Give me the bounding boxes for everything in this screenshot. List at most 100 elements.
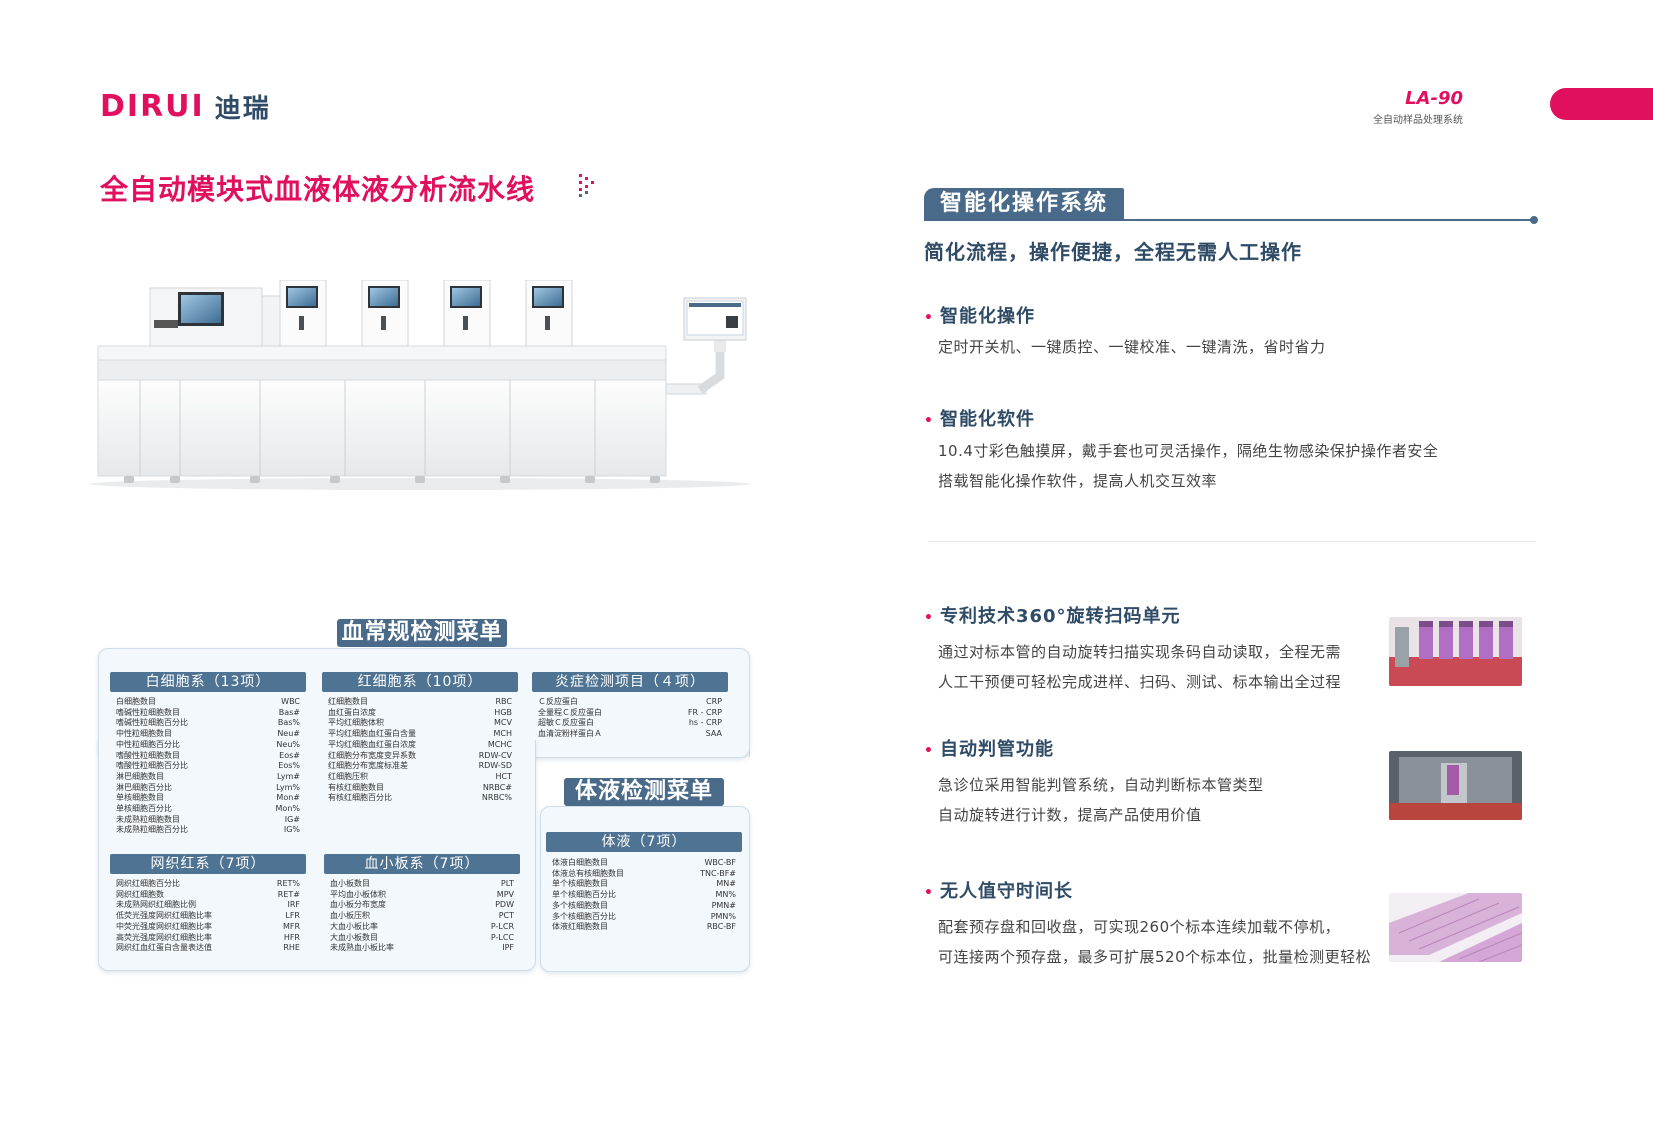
menu-item-name: 多个核细胞数目 bbox=[552, 900, 608, 910]
section-line-dot bbox=[1530, 216, 1538, 224]
group-title: 网织红系（7项） bbox=[110, 854, 306, 874]
menu-item-name: 嗜酸性粒细胞数目 bbox=[116, 750, 180, 760]
bullet-icon: • bbox=[924, 885, 934, 901]
menu-item-name: 中性粒细胞百分比 bbox=[116, 739, 180, 749]
feature-text: 定时开关机、一键质控、一键校准、一键清洗，省时省力 bbox=[938, 338, 1326, 356]
menu-item-code: SAA bbox=[705, 729, 722, 739]
menu-item-name: 单核细胞数目 bbox=[116, 793, 164, 803]
bullet-icon: • bbox=[924, 310, 934, 326]
menu-item-name: 未成熟血小板比率 bbox=[330, 943, 394, 953]
menu-item-name: 红细胞数目 bbox=[328, 697, 368, 706]
menu-item-code: HGB bbox=[494, 707, 512, 717]
menu-item-name: 单个核细胞百分比 bbox=[552, 890, 616, 900]
dots-arrow-icon bbox=[579, 174, 594, 197]
group-title: 白细胞系（13项） bbox=[110, 672, 306, 692]
menu-item-name: 低荧光强度网织红细胞比率 bbox=[116, 911, 212, 921]
menu-item-name: 多个核细胞百分比 bbox=[552, 911, 616, 921]
menu-item: 血红蛋白浓度 HGB bbox=[328, 708, 512, 719]
menu-item-code: Neu# bbox=[277, 729, 300, 739]
feature-title-text: 专利技术360°旋转扫码单元 bbox=[939, 606, 1181, 627]
menu-item-name: 血小板压积 bbox=[330, 911, 370, 921]
menu-item-code: WBC bbox=[281, 697, 300, 706]
feature-title: •智能化操作 bbox=[924, 302, 1035, 328]
menu-item-name: 网织红血红蛋白含量表达值 bbox=[116, 943, 212, 953]
menu-item-name: 血小板分布宽度 bbox=[330, 900, 386, 910]
menu-item-code: P-LCR bbox=[490, 921, 514, 931]
feature-text: 10.4寸彩色触摸屏，戴手套也可灵活操作，隔绝生物感染保护操作者安全 bbox=[938, 442, 1439, 460]
menu-item-code: Mon# bbox=[276, 793, 300, 803]
menu-item-name: 平均红细胞血红蛋白浓度 bbox=[328, 739, 416, 749]
menu-item-code: PLT bbox=[500, 879, 514, 888]
feature-title: •智能化软件 bbox=[924, 405, 1035, 431]
menu-item-name: 单个核细胞数目 bbox=[552, 879, 608, 889]
menu-item-code: NRBC# bbox=[482, 782, 512, 792]
menu-item-code: WBC-BF bbox=[704, 858, 736, 867]
menu-item-code: IG# bbox=[284, 814, 300, 824]
feature-text: 可连接两个预存盘，最多可扩展520个标本位，批量检测更轻松 bbox=[938, 948, 1372, 966]
model-label: LA-90 全自动样品处理系统 bbox=[1373, 88, 1463, 126]
menu-item-name: 网织红细胞数 bbox=[116, 889, 164, 899]
feature-text: 人工干预便可轻松完成进样、扫码、测试、标本输出全过程 bbox=[938, 673, 1342, 691]
menu-item-name: 嗜碱性粒细胞百分比 bbox=[116, 718, 188, 728]
menu-item-code: Lym% bbox=[276, 782, 300, 792]
feature-title-text: 自动判管功能 bbox=[939, 739, 1054, 760]
menu-item-name: 网织红细胞百分比 bbox=[116, 879, 180, 888]
menu-item-name: 未成熟粒细胞百分比 bbox=[116, 825, 188, 835]
menu-item-name: 血红蛋白浓度 bbox=[328, 707, 376, 717]
menu-item-code: Bas# bbox=[278, 707, 300, 717]
menu-item-code: Neu% bbox=[276, 739, 300, 749]
menu-item-name: 单核细胞百分比 bbox=[116, 804, 172, 814]
menu-item-code: P-LCC bbox=[490, 932, 514, 942]
menu-item-code: RHE bbox=[283, 943, 300, 953]
group-title: 血小板系（7项） bbox=[324, 854, 520, 874]
menu-item-name: 体液总有核细胞数目 bbox=[552, 868, 624, 878]
menu-item-code: HCT bbox=[495, 771, 513, 781]
menu-item-name: 红细胞分布宽度标准差 bbox=[328, 761, 408, 771]
page-title: 全自动模块式血液体液分析流水线 bbox=[100, 173, 536, 206]
menu-item-code: MN# bbox=[716, 879, 736, 889]
menu-item: 单核细胞数目 Mon# bbox=[116, 793, 300, 804]
model-code: LA-90 bbox=[1405, 88, 1463, 109]
feature-title: •无人值守时间长 bbox=[924, 877, 1073, 903]
menu-item: 中性粒细胞数目 Neu# bbox=[116, 729, 300, 740]
menu-item-name: 中性粒细胞数目 bbox=[116, 729, 172, 739]
menu-item-code: RBC bbox=[495, 697, 513, 706]
logo-cn: 迪瑞 bbox=[214, 94, 271, 124]
feature-title-text: 智能化软件 bbox=[939, 409, 1035, 430]
menu-item: 血小板分布宽度 PDW bbox=[330, 900, 514, 911]
menu-item-name: 未成熟粒细胞数目 bbox=[116, 814, 180, 824]
menu-item-name: 有核红细胞百分比 bbox=[328, 793, 392, 803]
menu-item-name: 平均血小板体积 bbox=[330, 889, 386, 899]
divider bbox=[928, 541, 1536, 542]
feature-text: 通过对标本管的自动旋转扫描实现条码自动读取，全程无需 bbox=[938, 643, 1342, 661]
menu-item: 红细胞数目 RBC bbox=[328, 697, 512, 708]
body-fluid-menu-title: 体液检测菜单 bbox=[564, 778, 724, 806]
menu-item-code: Lym# bbox=[277, 771, 300, 781]
menu-item: 有核红细胞数目 NRBC# bbox=[328, 783, 512, 794]
feature-text: 搭载智能化操作软件，提高人机交互效率 bbox=[938, 472, 1218, 490]
menu-item-code: PDW bbox=[495, 900, 514, 910]
menu-item-name: 红细胞分布宽度变异系数 bbox=[328, 750, 416, 760]
menu-item-name: 血清淀粉样蛋白Ａ bbox=[538, 729, 602, 739]
menu-item-name: 有核红细胞数目 bbox=[328, 782, 384, 792]
